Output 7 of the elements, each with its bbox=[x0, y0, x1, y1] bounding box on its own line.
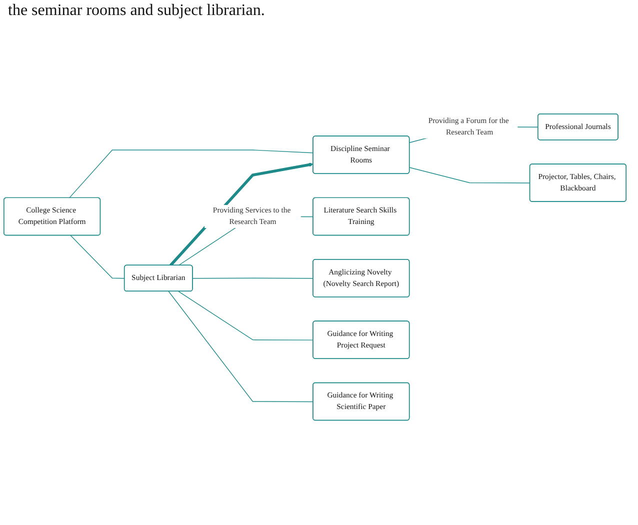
connector bbox=[409, 167, 530, 184]
connector bbox=[168, 290, 314, 402]
note-text: the seminar rooms and subject librarian. bbox=[8, 2, 266, 20]
connector bbox=[70, 235, 125, 279]
connector bbox=[68, 150, 314, 198]
connector bbox=[192, 278, 314, 279]
connector bbox=[178, 290, 314, 340]
